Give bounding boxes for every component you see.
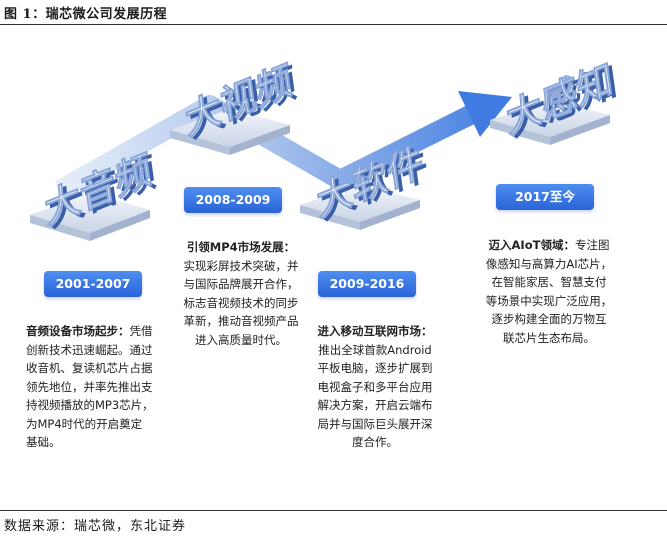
stage-line: 电视盒子和多平台应用 <box>317 379 433 394</box>
stage-lead-2: 引领MP4市场发展： <box>186 240 296 254</box>
stage-line: 等场景中实现广泛应用， <box>485 293 613 308</box>
stage-line: 专注图 <box>574 238 610 252</box>
stage-line: 与国际品牌展开合作， <box>183 277 299 291</box>
slab-1 <box>30 193 150 241</box>
stage-lead-3: 进入移动互联网市场： <box>317 324 433 338</box>
bottom-rule <box>0 510 667 511</box>
stage-line: 平板电脑，逐步扩展到 <box>317 361 433 375</box>
slab-2 <box>170 109 290 155</box>
period-badge-3: 2009-2016 <box>318 271 416 297</box>
stage-desc-2: 引领MP4市场发展： 实现彩屏技术突破，并 与国际品牌展开合作， 标志音视频技术… <box>171 238 311 349</box>
stage-line: 为MP4时代的开启奠定 <box>26 416 143 431</box>
stage-line: 在智能家居、智慧支付 <box>491 275 607 289</box>
stage-line: 持视频播放的MP3芯片， <box>26 398 154 412</box>
slab-3 <box>300 185 420 230</box>
stage-line: 实现彩屏技术突破，并 <box>183 258 299 273</box>
slab-4 <box>490 100 610 145</box>
stage-line: 逐步构建全面的万物互 <box>491 312 607 326</box>
stage-lead-1: 音频设备市场起步： <box>26 324 130 338</box>
stage-line: 联芯片生态布局。 <box>503 330 595 345</box>
stage-line: 度合作。 <box>352 435 398 449</box>
stage-line: 创新技术迅速崛起。通过 <box>26 342 153 357</box>
stage-desc-1: 音频设备市场起步：凭借 创新技术迅速崛起。通过 收音机、复读机芯片占据 领先地位… <box>26 322 166 452</box>
top-rule <box>0 24 667 25</box>
stage-desc-3: 进入移动互联网市场： 推出全球首款Android 平板电脑，逐步扩展到 电视盒子… <box>305 322 445 452</box>
stage-line: 局并与国际巨头展开深 <box>317 416 433 431</box>
stage-line: 收音机、复读机芯片占据 <box>26 361 153 375</box>
stage-line: 解决方案，开启云端布 <box>317 398 433 412</box>
figure-title: 图 1：瑞芯微公司发展历程 <box>4 7 168 22</box>
timeline-art: 大音频 大音频 大视频 大视频 大软件 大软件 大感知 大感知 <box>30 56 626 241</box>
source-note: 数据来源：瑞芯微，东北证券 <box>4 519 187 534</box>
period-badge-4: 2017至今 <box>496 184 594 210</box>
stage-line: 革新，推动音视频产品 <box>183 314 299 328</box>
stage-line: 像感知与高算力AI芯片， <box>485 256 613 271</box>
stage-lead-4: 迈入AIoT领域： <box>488 238 575 252</box>
stage-line: 进入高质量时代。 <box>195 332 287 347</box>
stage-line: 领先地位，并率先推出支 <box>26 379 153 394</box>
period-badge-1: 2001-2007 <box>44 271 142 297</box>
stage-line: 凭借 <box>129 324 153 338</box>
period-badge-2: 2008-2009 <box>184 187 282 213</box>
stage-line: 基础。 <box>26 435 61 449</box>
stage-desc-4: 迈入AIoT领域：专注图 像感知与高算力AI芯片， 在智能家居、智慧支付 等场景… <box>474 236 624 347</box>
timeline-ribbon <box>55 95 475 199</box>
stage-line: 标志音视频技术的同步 <box>183 295 299 310</box>
stage-line: 推出全球首款Android <box>318 342 432 357</box>
timeline-arrowhead <box>458 91 512 137</box>
